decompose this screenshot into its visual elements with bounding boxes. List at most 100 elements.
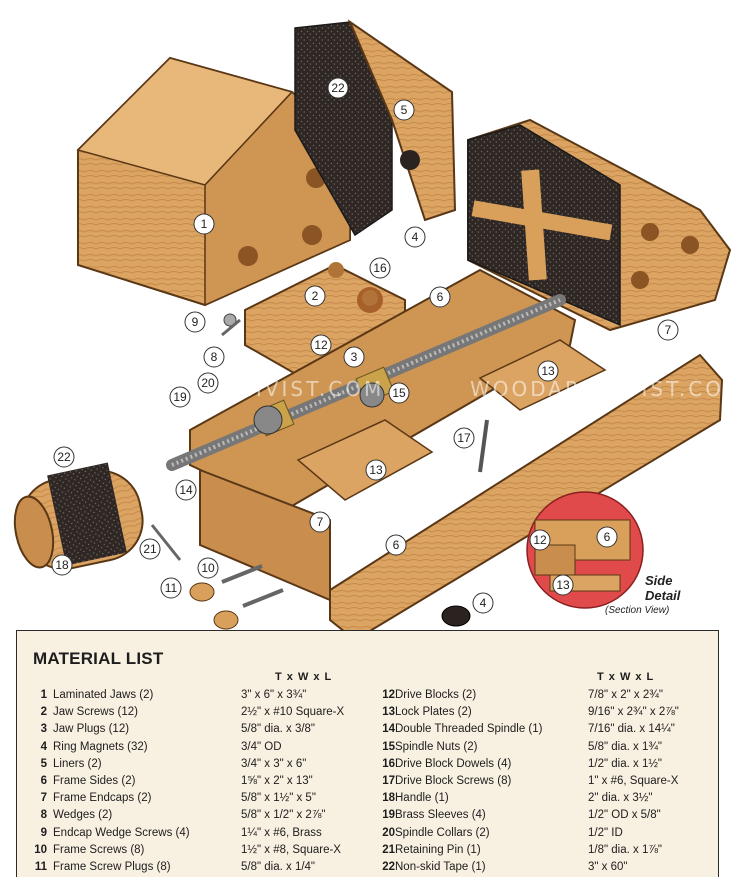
- svg-text:19: 19: [173, 390, 187, 404]
- svg-text:1: 1: [201, 217, 208, 231]
- callout-badge: 9: [184, 311, 206, 333]
- callout-badge: 16: [369, 257, 391, 279]
- watermark-left: WOODARCHIVIST.COM: [110, 377, 384, 401]
- callout-group: 22 5 4 1 16 2 9 6 7 12 8 3 13 20 19 15 1…: [51, 77, 679, 614]
- svg-text:21: 21: [143, 542, 157, 556]
- svg-text:11: 11: [165, 581, 178, 595]
- svg-text:3: 3: [351, 350, 358, 364]
- second-jaw-part: [467, 118, 732, 332]
- svg-text:7: 7: [665, 323, 672, 337]
- callout-badge: 6: [385, 534, 407, 556]
- callout-badge: 11: [160, 577, 182, 599]
- callout-badge: 22: [53, 446, 75, 468]
- column-header-right: T x W x L: [597, 671, 655, 683]
- callout-badge: 6: [429, 286, 451, 308]
- detail-sublabel: (Section View): [605, 605, 669, 616]
- callout-badge: 3: [343, 346, 365, 368]
- svg-text:12: 12: [533, 533, 547, 547]
- callout-badge: 5: [393, 99, 415, 121]
- callout-badge: 4: [404, 226, 426, 248]
- callout-badge: 7: [309, 511, 331, 533]
- callout-badge: 22: [327, 77, 349, 99]
- hardware-parts: [150, 313, 489, 630]
- svg-text:17: 17: [457, 431, 471, 445]
- callout-badge: 8: [203, 346, 225, 368]
- svg-text:4: 4: [480, 596, 487, 610]
- svg-text:22: 22: [57, 450, 71, 464]
- callout-badge: 4: [472, 592, 494, 614]
- handle-part: [13, 462, 144, 571]
- callout-badge: 15: [388, 382, 410, 404]
- callout-badge: 10: [197, 557, 219, 579]
- detail-label-side: Side: [645, 573, 672, 588]
- svg-text:18: 18: [55, 558, 69, 572]
- svg-text:22: 22: [331, 81, 345, 95]
- svg-text:2: 2: [312, 289, 319, 303]
- callout-badge: 7: [657, 319, 679, 341]
- svg-text:5: 5: [401, 103, 408, 117]
- callout-badge: 14: [175, 479, 197, 501]
- section-detail: Side Detail (Section View): [526, 491, 681, 616]
- svg-text:8: 8: [211, 350, 218, 364]
- callout-badge: 13: [537, 360, 559, 382]
- material-list-title: MATERIAL LIST: [33, 649, 164, 668]
- svg-text:10: 10: [201, 561, 215, 575]
- callout-badge: 13: [552, 574, 574, 596]
- callout-badge: 6: [596, 526, 618, 548]
- callout-badge: 1: [193, 213, 215, 235]
- svg-text:13: 13: [556, 578, 570, 592]
- watermark-right: WOODARCHIVIST.COM: [470, 377, 736, 401]
- svg-text:16: 16: [373, 261, 387, 275]
- svg-text:4: 4: [412, 230, 419, 244]
- liner-part: [294, 19, 457, 237]
- detail-label-detail: Detail: [645, 588, 681, 603]
- svg-text:9: 9: [192, 315, 199, 329]
- callout-badge: 20: [197, 372, 219, 394]
- svg-text:14: 14: [179, 483, 193, 497]
- callout-badge: 12: [529, 529, 551, 551]
- svg-text:7: 7: [317, 515, 324, 529]
- svg-text:6: 6: [437, 290, 444, 304]
- svg-text:15: 15: [392, 386, 406, 400]
- callout-badge: 13: [365, 459, 387, 481]
- svg-text:12: 12: [314, 338, 328, 352]
- exploded-view-illustration: Side Detail (Section View) WOODARCHIVIST…: [13, 19, 736, 630]
- spindle-part: [166, 294, 566, 471]
- svg-text:13: 13: [541, 364, 555, 378]
- callout-badge: 19: [169, 386, 191, 408]
- callout-badge: 2: [304, 285, 326, 307]
- callout-badge: 18: [51, 554, 73, 576]
- svg-text:13: 13: [369, 463, 383, 477]
- callout-badge: 21: [139, 538, 161, 560]
- callout-badge: 17: [453, 427, 475, 449]
- svg-text:20: 20: [201, 376, 215, 390]
- callout-badge: 12: [310, 334, 332, 356]
- svg-text:6: 6: [393, 538, 400, 552]
- svg-text:6: 6: [604, 530, 611, 544]
